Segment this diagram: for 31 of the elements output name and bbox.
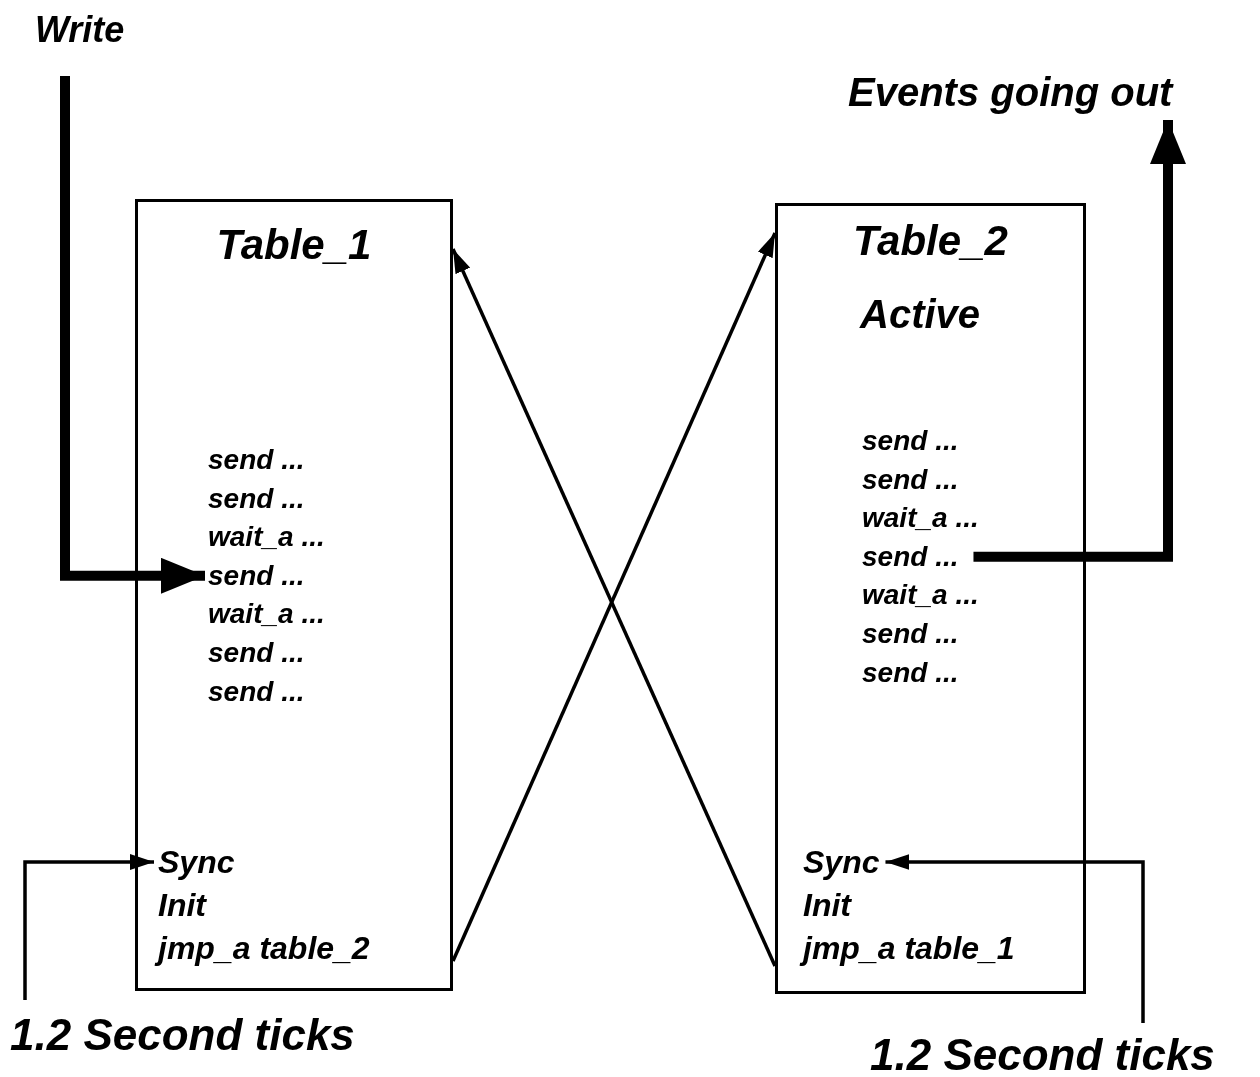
instruction-text: send ...: [208, 484, 305, 513]
instruction-text: Sync: [158, 846, 235, 878]
instruction-text: send ...: [208, 446, 305, 474]
status-text: Active: [860, 294, 981, 334]
instruction-text: wait_a ...: [862, 504, 979, 533]
instruction-text: wait_a ...: [208, 600, 325, 629]
label-text: 1.2 Second ticks: [10, 1013, 355, 1057]
instruction-text: send ...: [862, 465, 959, 494]
label-text: Write: [35, 12, 125, 48]
instruction-text: send ...: [208, 639, 305, 667]
instruction-text: send ...: [862, 620, 959, 648]
instruction-text: send ...: [208, 561, 305, 590]
instruction-text: wait_a ...: [208, 523, 325, 552]
arrow: [60, 76, 205, 594]
instruction-text: Init: [158, 889, 206, 921]
label-text: Events going out: [848, 72, 1173, 112]
label-text: 1.2 Second ticks: [870, 1033, 1215, 1077]
instruction-text: send ...: [862, 542, 959, 571]
arrow: [23, 854, 154, 1000]
table-box: [775, 203, 1086, 994]
arrow: [885, 854, 1145, 1023]
arrow: [973, 120, 1186, 562]
table-title: Table_2: [853, 220, 1008, 262]
instruction-text: send ...: [208, 677, 305, 706]
instruction-text: Init: [803, 889, 851, 921]
table-box: [135, 199, 453, 991]
instruction-text: send ...: [862, 658, 959, 687]
instruction-text: Sync: [803, 846, 880, 878]
instruction-text: send ...: [862, 427, 959, 455]
table-title: Table_1: [215, 224, 373, 266]
instruction-text: wait_a ...: [862, 581, 979, 610]
